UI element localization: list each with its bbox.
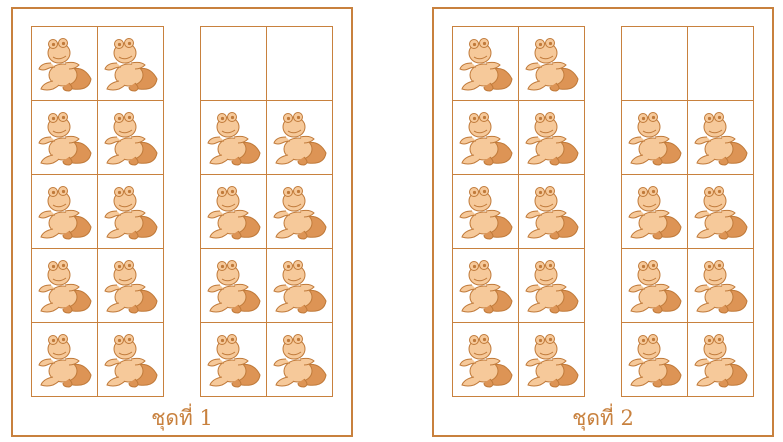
frog-icon: [35, 255, 95, 317]
frog-cell: [201, 175, 267, 249]
frog-cell: [688, 323, 754, 397]
frog-icon: [101, 255, 161, 317]
frog-icon: [625, 329, 685, 391]
frog-icon: [270, 329, 330, 391]
frog-cell: [519, 101, 585, 175]
set-caption: ชุดที่ 2: [434, 405, 772, 431]
frog-cell: [622, 323, 688, 397]
frog-icon: [522, 33, 582, 95]
frog-icon: [456, 255, 516, 317]
frog-icon: [691, 329, 751, 391]
frog-cell: [688, 175, 754, 249]
set-1-panel: ชุดที่ 1: [11, 7, 353, 437]
frog-cell: [32, 249, 98, 323]
frog-cell: [98, 249, 164, 323]
frog-cell: [453, 323, 519, 397]
set-caption: ชุดที่ 1: [13, 405, 351, 431]
frog-icon: [204, 107, 264, 169]
frog-cell: [98, 323, 164, 397]
frog-icon: [691, 107, 751, 169]
frog-cell: [519, 175, 585, 249]
frog-cell: [519, 323, 585, 397]
frog-icon: [101, 107, 161, 169]
frog-cell: [688, 249, 754, 323]
frog-icon: [456, 181, 516, 243]
frog-cell: [201, 323, 267, 397]
empty-cell: [688, 27, 754, 101]
frog-cell: [98, 175, 164, 249]
set-2-panel: ชุดที่ 2: [432, 7, 774, 437]
frog-icon: [456, 329, 516, 391]
frog-cell: [32, 101, 98, 175]
frog-icon: [691, 255, 751, 317]
frog-icon: [522, 107, 582, 169]
frog-icon: [35, 33, 95, 95]
frog-icon: [625, 107, 685, 169]
frog-icon: [35, 329, 95, 391]
frog-icon: [101, 329, 161, 391]
frog-cell: [267, 323, 333, 397]
frog-icon: [204, 181, 264, 243]
frog-icon: [625, 181, 685, 243]
frog-icon: [270, 107, 330, 169]
ten-frame-right: [200, 26, 333, 397]
frog-icon: [625, 255, 685, 317]
frog-cell: [201, 101, 267, 175]
ten-frame-left: [31, 26, 164, 397]
frog-icon: [204, 329, 264, 391]
frog-cell: [453, 27, 519, 101]
frog-cell: [622, 101, 688, 175]
frog-cell: [32, 323, 98, 397]
frog-icon: [35, 107, 95, 169]
frog-icon: [101, 181, 161, 243]
frog-cell: [519, 249, 585, 323]
frog-icon: [522, 329, 582, 391]
frog-cell: [622, 249, 688, 323]
frog-icon: [522, 255, 582, 317]
frog-icon: [691, 181, 751, 243]
frog-cell: [453, 175, 519, 249]
frog-cell: [453, 101, 519, 175]
empty-cell: [267, 27, 333, 101]
ten-frame-right: [621, 26, 754, 397]
frog-icon: [204, 255, 264, 317]
frog-cell: [519, 27, 585, 101]
frog-cell: [98, 27, 164, 101]
empty-cell: [201, 27, 267, 101]
frog-cell: [267, 175, 333, 249]
frog-cell: [622, 175, 688, 249]
frog-cell: [267, 101, 333, 175]
frog-cell: [98, 101, 164, 175]
frog-icon: [270, 255, 330, 317]
ten-frame-left: [452, 26, 585, 397]
frog-cell: [32, 175, 98, 249]
frog-icon: [456, 33, 516, 95]
frog-icon: [522, 181, 582, 243]
frog-cell: [32, 27, 98, 101]
frog-cell: [688, 101, 754, 175]
empty-cell: [622, 27, 688, 101]
frog-icon: [101, 33, 161, 95]
frog-cell: [267, 249, 333, 323]
frog-icon: [456, 107, 516, 169]
frog-cell: [201, 249, 267, 323]
frog-icon: [35, 181, 95, 243]
frog-icon: [270, 181, 330, 243]
frog-cell: [453, 249, 519, 323]
